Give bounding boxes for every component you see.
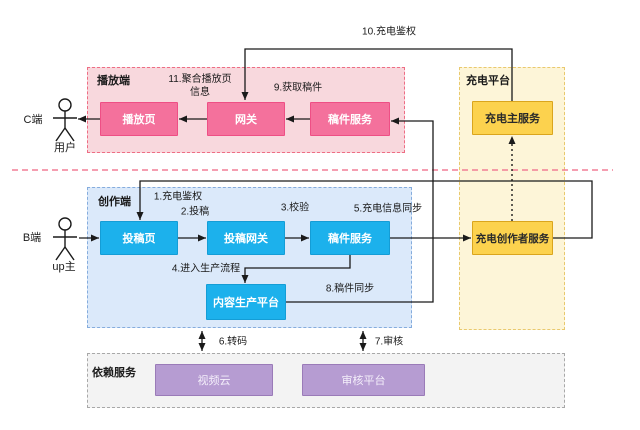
b-user-figure-icon xyxy=(53,217,77,261)
edge-label-4-enter-production: 4.进入生产流程 xyxy=(171,263,241,275)
edge-label-9-get-archive: 9.获取稿件 xyxy=(273,82,323,94)
edge-label-3-validate: 3.校验 xyxy=(280,202,310,214)
node-submit-page: 投稿页 xyxy=(100,221,178,255)
node-archive-service-playback: 稿件服务 xyxy=(310,102,390,136)
node-charge-main-service: 充电主服务 xyxy=(472,101,553,135)
actor-c-user-label: 用户 xyxy=(54,142,76,154)
node-play-page: 播放页 xyxy=(100,102,178,136)
group-playback-title: 播放端 xyxy=(97,75,130,87)
node-review-platform: 审核平台 xyxy=(302,364,425,396)
actor-c-side-label: C端 xyxy=(23,114,43,126)
edge-label-6-transcode: 6.转码 xyxy=(218,336,248,348)
edge-label-11-aggregate-playpage-info: 11.聚合播放页 信息 xyxy=(168,73,231,99)
c-user-figure-icon xyxy=(53,98,77,142)
arrow-archive-sync xyxy=(286,117,434,303)
edge-label-7-review: 7.审核 xyxy=(374,336,404,348)
node-video-cloud: 视频云 xyxy=(155,364,273,396)
arrow-charge-auth-creation xyxy=(136,180,593,239)
arrow-charge-auth-playback xyxy=(241,48,513,101)
arrow-enter-production xyxy=(241,255,351,283)
node-gateway: 网关 xyxy=(207,102,285,136)
actor-b-side-label: B端 xyxy=(22,232,42,244)
group-deps-title: 依赖服务 xyxy=(92,367,136,379)
node-content-production-platform: 内容生产平台 xyxy=(206,284,286,320)
node-archive-service-creation: 稿件服务 xyxy=(310,221,390,255)
actor-b-user-label: up主 xyxy=(52,261,76,273)
node-submit-gateway: 投稿网关 xyxy=(207,221,285,255)
group-charging-title: 充电平台 xyxy=(466,75,510,87)
edge-label-5-charge-info-sync: 5.充电信息同步 xyxy=(353,203,423,215)
edge-label-8-archive-sync: 8.稿件同步 xyxy=(325,283,375,295)
edge-label-11-line2: 信息 xyxy=(189,87,210,98)
edge-label-1-charge-auth: 1.充电鉴权 xyxy=(153,191,203,203)
node-charge-creator-service: 充电创作者服务 xyxy=(472,221,553,255)
group-creation-title: 创作端 xyxy=(98,196,131,208)
edge-label-11-line1: 11.聚合播放页 xyxy=(168,74,232,85)
edge-label-10-charge-auth: 10.充电鉴权 xyxy=(362,26,416,38)
edge-label-2-submit: 2.投稿 xyxy=(180,206,210,218)
